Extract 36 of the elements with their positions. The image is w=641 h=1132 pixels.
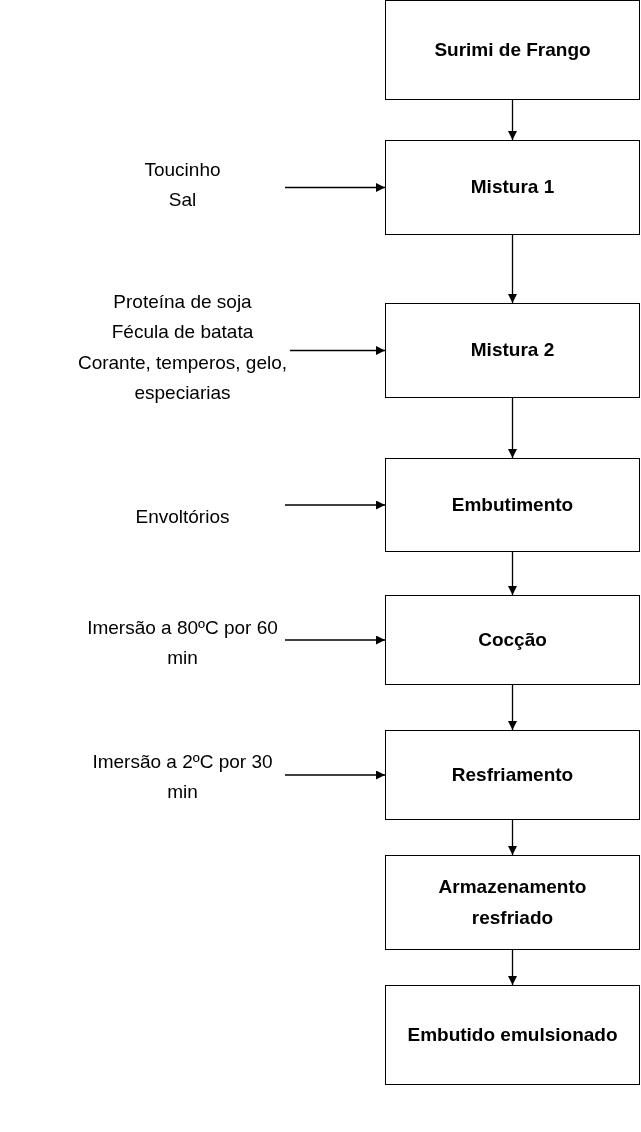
arrow	[284, 770, 386, 780]
step-label: Surimi de Frango	[434, 37, 591, 62]
input-label: Proteína de soja	[113, 289, 252, 314]
arrow	[289, 346, 386, 355]
step-label: Cocção	[478, 627, 547, 652]
step-label: Armazenamento resfriado	[437, 875, 588, 930]
input-label: Toucinho	[144, 157, 221, 182]
arrow	[508, 99, 517, 141]
process-box	[385, 985, 640, 1085]
step-label: Mistura 2	[470, 338, 555, 363]
arrow	[508, 949, 517, 986]
arrow	[508, 234, 517, 304]
step-label: Embutimento	[451, 492, 574, 517]
input-label: Corante, temperos, gelo, especiarias	[76, 350, 289, 405]
process-box	[385, 855, 640, 950]
process-box	[385, 140, 640, 235]
process-box	[385, 730, 640, 820]
step-label: Embutido emulsionado	[407, 1022, 618, 1047]
process-box	[385, 595, 640, 685]
arrow	[508, 819, 517, 856]
process-box	[385, 0, 640, 100]
input-label: Imersão a 2ºC por 30 min	[91, 749, 274, 804]
step-label: Resfriamento	[451, 762, 574, 787]
arrow	[508, 397, 517, 459]
arrow	[284, 635, 386, 645]
process-box	[385, 303, 640, 398]
arrow	[508, 684, 517, 731]
input-label: Sal	[168, 188, 197, 212]
arrow	[284, 500, 386, 510]
step-label: Mistura 1	[470, 175, 555, 200]
input-label: Imersão a 80ºC por 60 min	[86, 615, 279, 670]
arrow	[284, 183, 386, 192]
input-label: Envoltórios	[135, 505, 230, 530]
process-box	[385, 458, 640, 552]
arrow	[508, 551, 517, 596]
input-label: Fécula de batata	[111, 320, 254, 345]
